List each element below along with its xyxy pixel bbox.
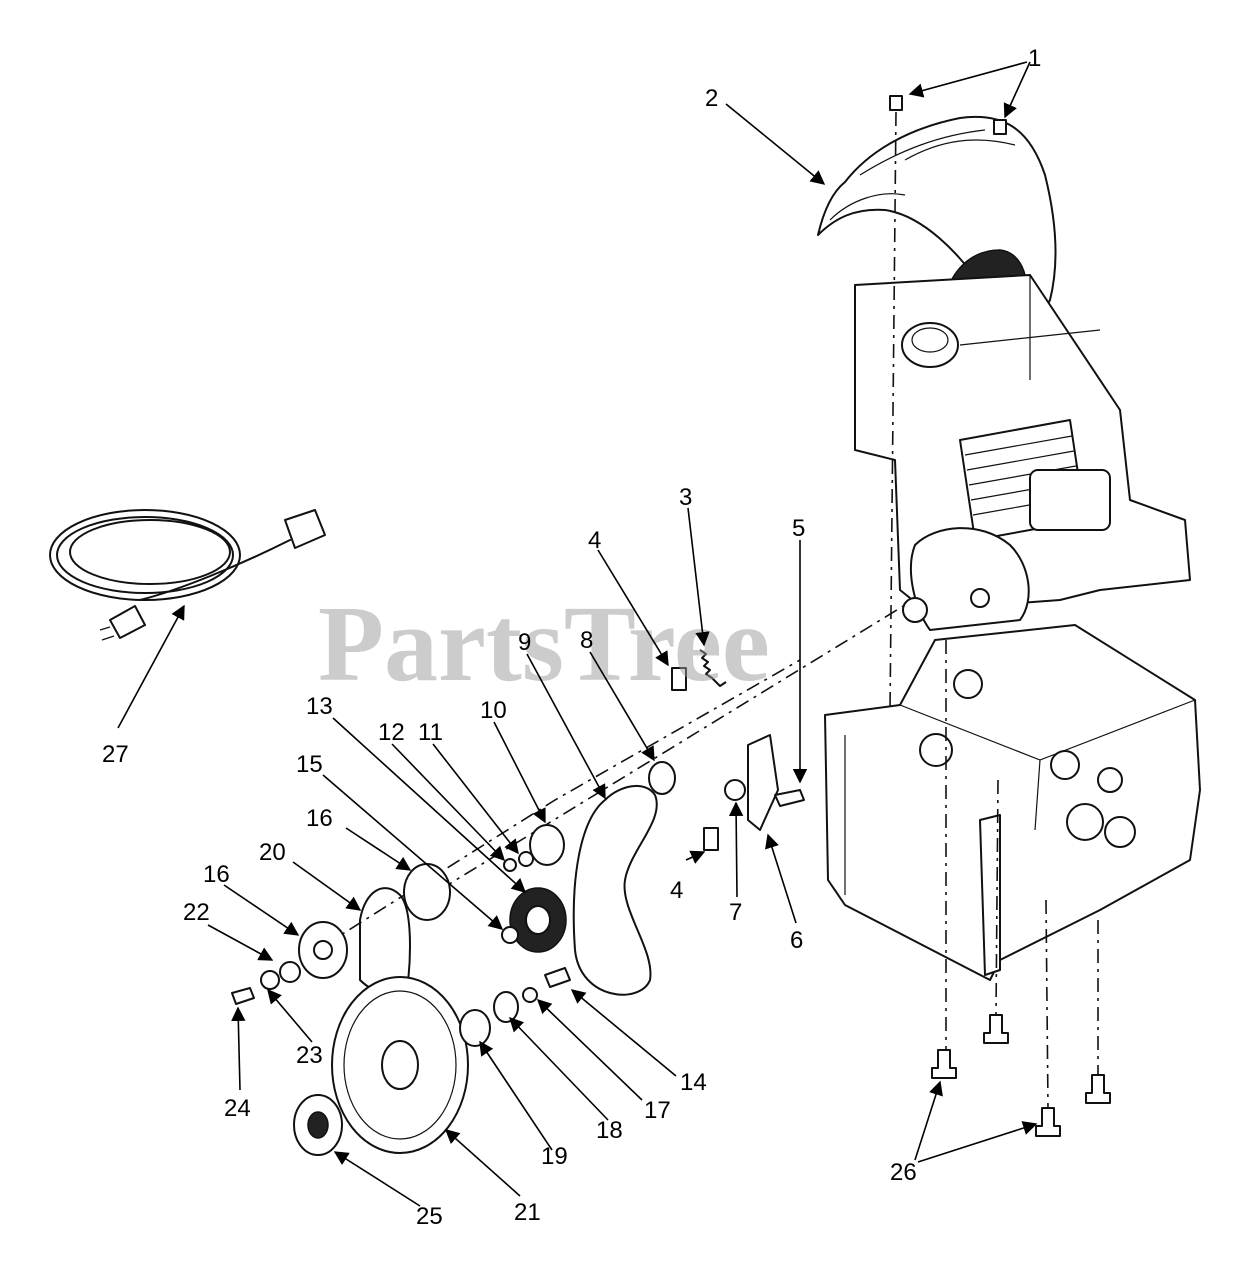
callout-8: 8 bbox=[580, 627, 593, 654]
callout-3: 3 bbox=[679, 484, 692, 511]
callout-23: 23 bbox=[296, 1042, 323, 1069]
callout-21: 21 bbox=[514, 1199, 541, 1226]
cord-plug bbox=[109, 605, 146, 639]
callout-14: 14 bbox=[680, 1069, 707, 1096]
callout-10: 10 bbox=[480, 697, 507, 724]
callout-25: 25 bbox=[416, 1203, 443, 1230]
washer-7 bbox=[724, 779, 746, 801]
callout-17: 17 bbox=[644, 1097, 671, 1124]
engine-assembly bbox=[324, 95, 1201, 1137]
belt-9 bbox=[572, 784, 658, 996]
drive-assembly bbox=[231, 784, 658, 1156]
callout-labels: 1 2 3 4 4 5 6 7 8 9 10 11 12 13 14 15 16… bbox=[102, 45, 1041, 1230]
shroud-screw-left bbox=[889, 95, 903, 111]
callout-12: 12 bbox=[378, 719, 405, 746]
nut-17 bbox=[522, 987, 538, 1003]
power-cord bbox=[49, 509, 326, 641]
washer-8 bbox=[648, 761, 676, 795]
callout-15: 15 bbox=[296, 751, 323, 778]
washer-11 bbox=[518, 851, 534, 867]
hub-25 bbox=[293, 1094, 343, 1156]
washer-19 bbox=[459, 1009, 491, 1047]
callout-20: 20 bbox=[259, 839, 286, 866]
pulley-half-16-upper bbox=[403, 863, 451, 921]
callout-22: 22 bbox=[183, 899, 210, 926]
bolt-14 bbox=[544, 967, 571, 988]
pulley-21 bbox=[331, 976, 469, 1154]
bolt-24 bbox=[231, 987, 255, 1005]
callout-9: 9 bbox=[518, 629, 531, 656]
gearbox bbox=[909, 527, 1030, 631]
callout-1: 1 bbox=[1028, 45, 1041, 72]
fuel-cap bbox=[901, 322, 959, 368]
callout-16-lower: 16 bbox=[203, 861, 230, 888]
spring bbox=[699, 649, 727, 687]
callout-6: 6 bbox=[790, 927, 803, 954]
washer-23 bbox=[260, 970, 280, 990]
callout-24: 24 bbox=[224, 1095, 251, 1122]
callout-7: 7 bbox=[729, 899, 742, 926]
callout-27: 27 bbox=[102, 741, 129, 768]
bolt-12 bbox=[503, 858, 517, 872]
idler-bracket bbox=[747, 734, 779, 831]
cylinder-fins bbox=[959, 419, 1111, 541]
callout-18: 18 bbox=[596, 1117, 623, 1144]
callout-26: 26 bbox=[890, 1159, 917, 1186]
bolt-5 bbox=[774, 789, 805, 807]
frame-plate bbox=[824, 624, 1201, 981]
shroud-screw-right bbox=[993, 119, 1007, 135]
pulley-13 bbox=[509, 887, 567, 953]
callout-4-lower: 4 bbox=[670, 877, 683, 904]
washer-22 bbox=[279, 961, 301, 983]
callout-13: 13 bbox=[306, 693, 333, 720]
washer-10 bbox=[529, 824, 565, 866]
callout-5: 5 bbox=[792, 515, 805, 542]
callout-2: 2 bbox=[705, 85, 718, 112]
callout-4-upper: 4 bbox=[588, 527, 601, 554]
nut-15 bbox=[501, 926, 519, 944]
callout-16-upper: 16 bbox=[306, 805, 333, 832]
washer-18 bbox=[493, 991, 519, 1023]
frame-bolts bbox=[931, 1014, 1111, 1137]
bolt-4-upper bbox=[671, 667, 687, 691]
cord-connector bbox=[284, 509, 326, 549]
callout-11: 11 bbox=[418, 719, 443, 746]
bolt-4-lower bbox=[703, 827, 719, 851]
idler-hardware bbox=[544, 649, 805, 988]
callout-19: 19 bbox=[541, 1143, 568, 1170]
leader-lines bbox=[117, 61, 1038, 1207]
